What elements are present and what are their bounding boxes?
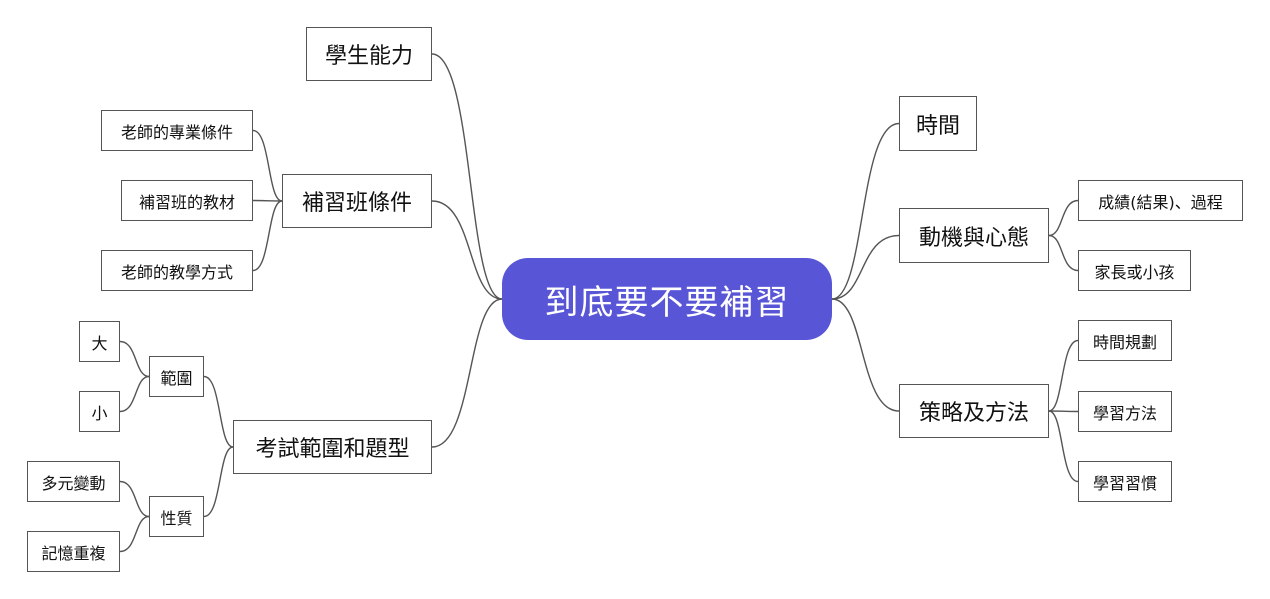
subtopic-study-habits[interactable]: 學習習慣: [1078, 461, 1172, 502]
topic-exam-scope-types[interactable]: 考試範圍和題型: [233, 420, 432, 474]
connector-root-motiv: [831, 234, 900, 300]
connector-cram-cram0: [252, 129, 283, 202]
subtopic-teacher-qualification[interactable]: 老師的專業條件: [101, 110, 253, 151]
subtopic-materials[interactable]: 補習班的教材: [121, 180, 253, 221]
connector-motiv-motiv1: [1048, 234, 1079, 272]
topic-time[interactable]: 時間: [899, 96, 977, 151]
connector-root-time: [831, 122, 900, 300]
connector-strat-strat2: [1048, 410, 1079, 483]
subtopic-scope[interactable]: 範圍: [149, 356, 204, 397]
connector-exam-nature: [203, 446, 234, 518]
connector-cram-cram2: [252, 200, 283, 272]
connector-cram-cram1: [252, 199, 283, 202]
connector-root-cram: [431, 200, 503, 300]
connector-scope-scope0: [119, 340, 150, 378]
central-topic[interactable]: 到底要不要補習: [502, 258, 832, 340]
connector-strat-strat1: [1048, 410, 1079, 413]
leaf-memorization[interactable]: 記憶重複: [27, 531, 120, 572]
topic-cram-conditions[interactable]: 補習班條件: [282, 174, 432, 228]
connector-root-strat: [831, 298, 900, 412]
connector-strat-strat0: [1048, 339, 1079, 412]
connector-nature-nature0: [119, 480, 150, 518]
leaf-diverse-changes[interactable]: 多元變動: [27, 461, 120, 502]
topic-strategy[interactable]: 策略及方法: [899, 384, 1049, 438]
subtopic-time-planning[interactable]: 時間規劃: [1078, 320, 1172, 361]
connector-nature-nature1: [119, 515, 150, 553]
subtopic-study-method[interactable]: 學習方法: [1078, 391, 1172, 432]
topic-motivation[interactable]: 動機與心態: [899, 208, 1049, 263]
subtopic-grades-process[interactable]: 成績(結果)、過程: [1078, 180, 1243, 221]
connector-motiv-motiv0: [1048, 199, 1079, 237]
connector-exam-scope: [203, 375, 234, 448]
subtopic-teaching-method[interactable]: 老師的教學方式: [101, 250, 253, 291]
topic-student-ability[interactable]: 學生能力: [306, 27, 432, 81]
leaf-large[interactable]: 大: [79, 321, 120, 362]
subtopic-parent-or-child[interactable]: 家長或小孩: [1078, 250, 1191, 291]
subtopic-nature[interactable]: 性質: [149, 496, 204, 537]
connector-scope-scope1: [119, 375, 150, 413]
connector-root-ability: [431, 53, 503, 300]
connector-root-exam: [431, 298, 503, 448]
leaf-small[interactable]: 小: [79, 391, 120, 432]
